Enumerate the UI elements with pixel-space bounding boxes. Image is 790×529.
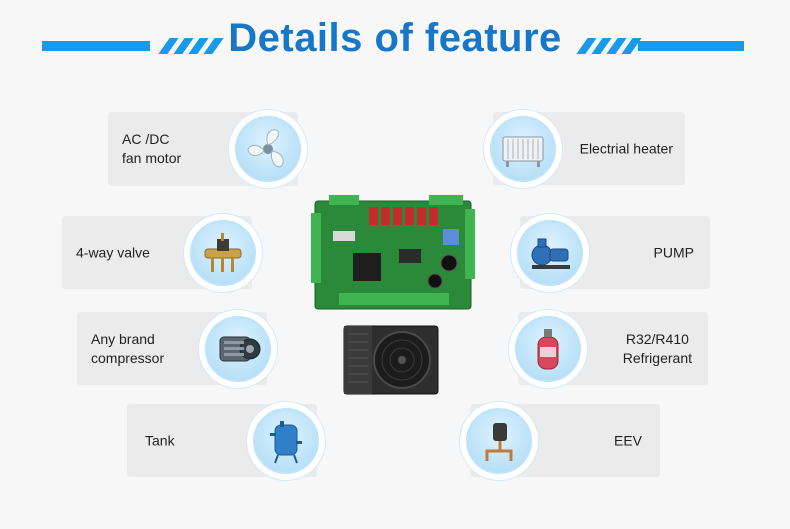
feature-label: EEV [613, 432, 642, 448]
heat-pump-unit-image [343, 325, 439, 395]
page-title: Details of feature [228, 16, 562, 60]
fan-motor-circle [228, 109, 308, 189]
refrigerant-cylinder-icon [537, 329, 559, 370]
left-title-stripe [42, 38, 224, 54]
feature-label: Tank [145, 432, 175, 448]
feature-label: Electrial heater [579, 140, 673, 156]
tank-icon [270, 421, 302, 464]
valve-icon [204, 233, 242, 272]
pump-icon [531, 238, 570, 269]
fan-icon [247, 129, 284, 168]
tank-circle [246, 401, 326, 481]
feature-label: AC /DC fan motor [122, 131, 182, 166]
feature-label: Any brand compressor [91, 330, 165, 366]
feature-label: R32/R410 Refrigerant [622, 330, 692, 366]
refrigerant-circle [508, 309, 588, 389]
compressor-circle [198, 309, 278, 389]
heater-circle [483, 109, 563, 189]
feature-label: PUMP [653, 244, 694, 260]
valve-circle [183, 213, 263, 293]
feature-label: 4-way valve [76, 244, 150, 260]
right-title-stripe [576, 38, 746, 54]
eev-circle [459, 401, 539, 481]
control-board-image [311, 195, 475, 310]
compressor-icon [219, 336, 261, 362]
pump-circle [510, 213, 590, 293]
eev-icon [485, 423, 513, 461]
heater-icon [502, 136, 544, 167]
